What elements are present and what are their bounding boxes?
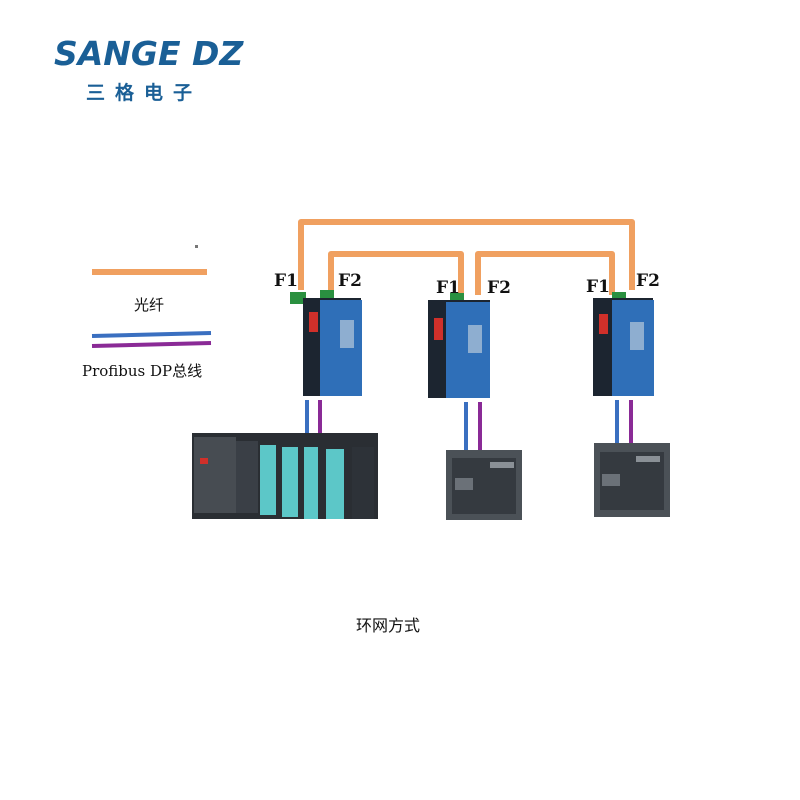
diagram-caption: 环网方式	[356, 616, 421, 635]
legend-bus-line-blue	[91, 331, 212, 338]
node2-port-f2: F2	[487, 278, 511, 298]
node3-port-f2: F2	[636, 271, 660, 291]
plc-rack	[192, 433, 378, 519]
brand-logo-cn: 三格电子	[86, 82, 203, 104]
converter-1	[290, 290, 362, 396]
plc-compact-3	[594, 443, 670, 517]
node1-port-f1: F1	[274, 271, 298, 291]
legend-bus-line-purple	[91, 341, 212, 348]
legend-bus-label: Profibus DP总线	[82, 362, 203, 380]
fiber-link-1-2	[328, 251, 464, 295]
converter-2	[428, 293, 490, 398]
legend-fiber-label: 光纤	[134, 296, 165, 314]
legend-dot	[195, 245, 198, 248]
fiber-ring-outer	[298, 219, 635, 290]
fiber-link-2-3	[475, 251, 615, 295]
node1-port-f2: F2	[338, 271, 362, 291]
brand-logo: SANGE DZ	[54, 34, 244, 73]
converter-3	[593, 292, 654, 396]
plc-compact-2	[446, 450, 522, 520]
node3-port-f1: F1	[586, 277, 610, 297]
node2-port-f1: F1	[436, 278, 460, 298]
